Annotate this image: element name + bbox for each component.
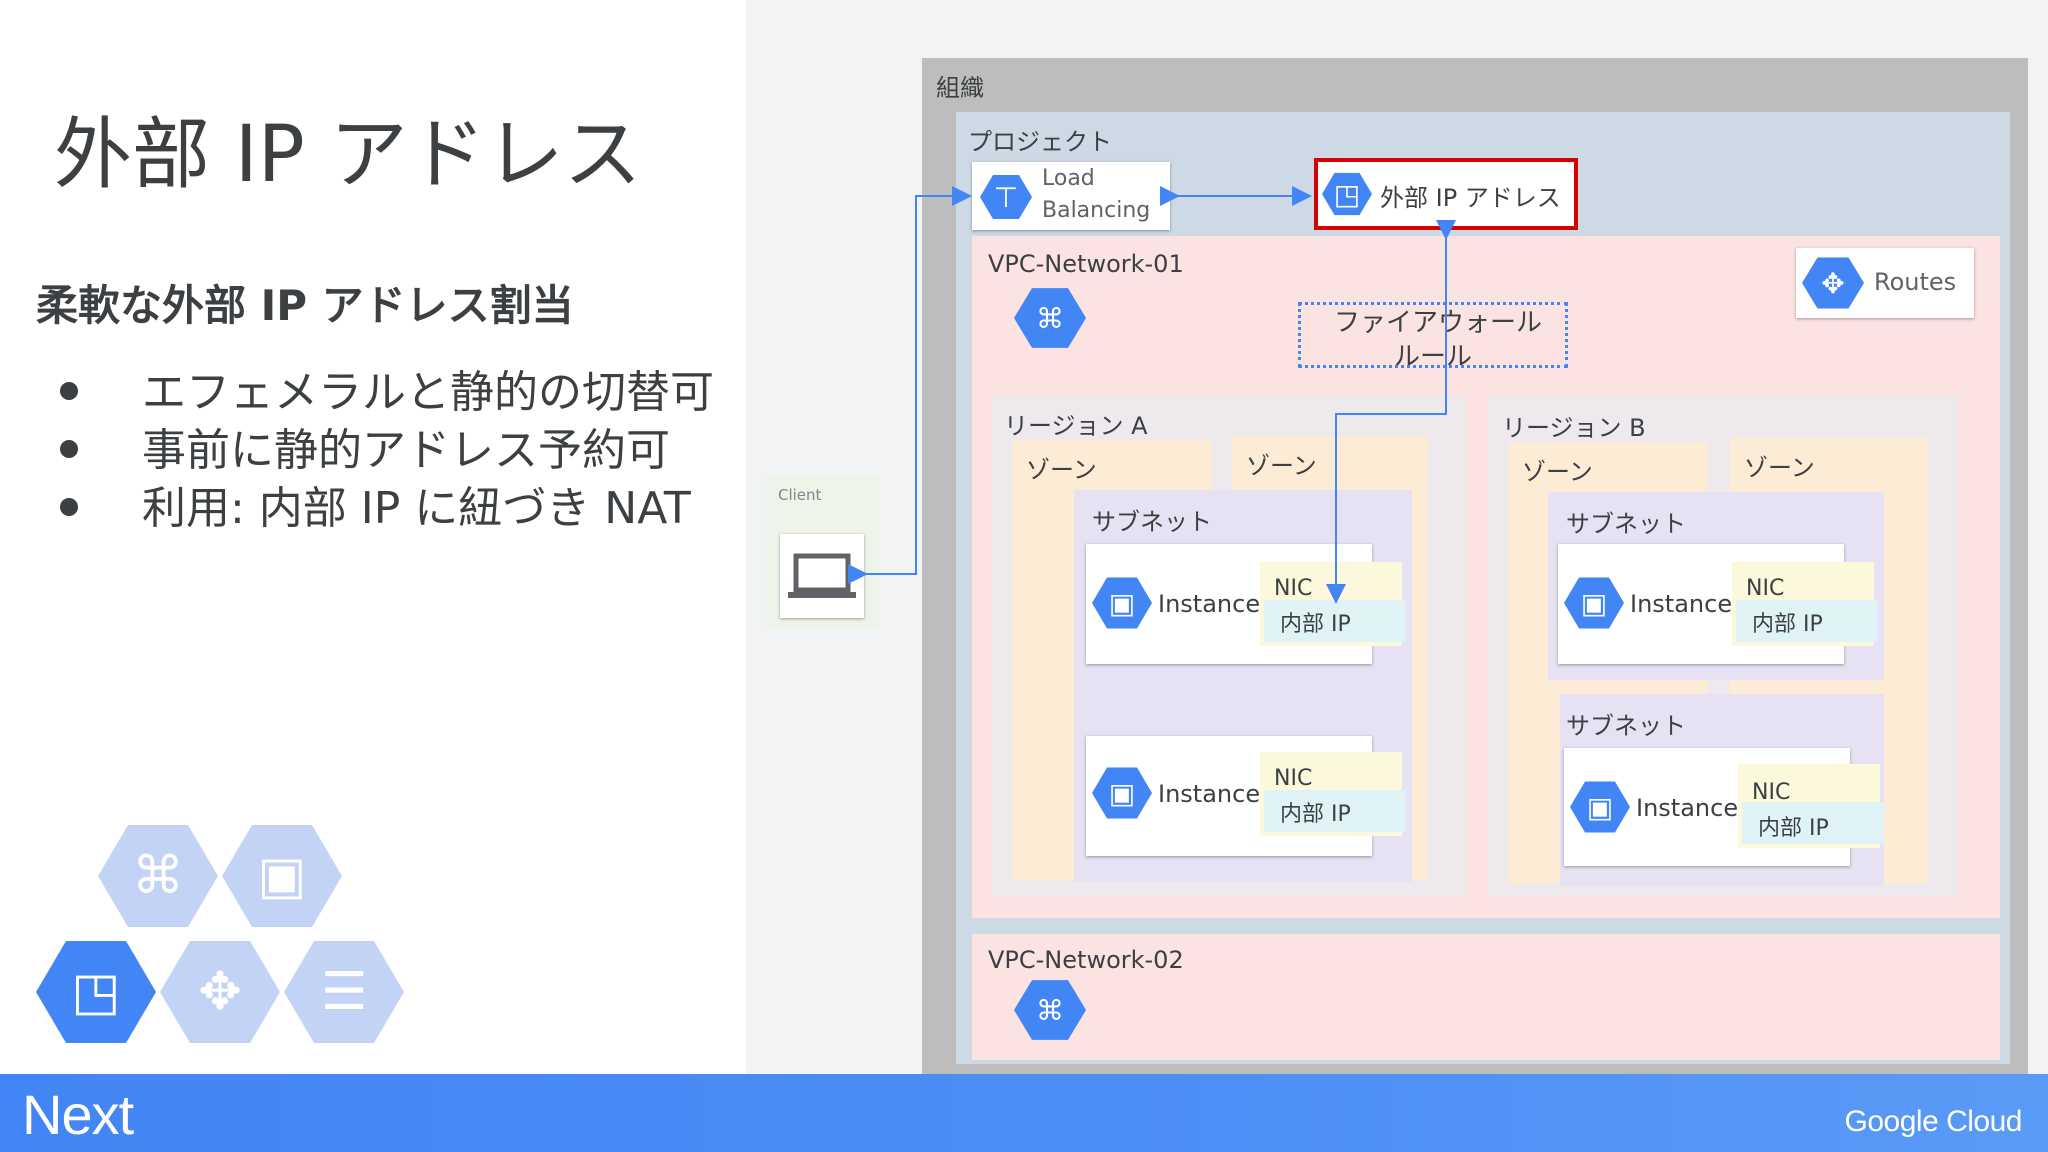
internal-ip-label: 内部 IP <box>1752 612 1823 637</box>
nic-label: NIC <box>1746 576 1785 601</box>
region-a-label: リージョン A <box>1004 412 1148 440</box>
external-ip-label: 外部 IP アドレス <box>1380 184 1561 212</box>
footer-bar <box>0 1074 2048 1152</box>
zone-label: ゾーン <box>1246 452 1317 480</box>
internal-ip-label: 内部 IP <box>1280 612 1351 637</box>
instance-icon: ▣ <box>1564 577 1624 629</box>
client-label: Client <box>778 486 822 504</box>
vpc-network-02-label: VPC-Network-02 <box>988 946 1184 974</box>
client-to-lb-arrow <box>848 186 972 584</box>
internal-ip-box <box>1264 790 1406 832</box>
vpc-network-01-label: VPC-Network-01 <box>988 250 1184 278</box>
nic-label: NIC <box>1274 576 1313 601</box>
vpc-network-icon: ⌘ <box>1014 980 1086 1040</box>
slide-title: 外部 IP アドレス <box>54 110 642 200</box>
zone-label: ゾーン <box>1026 456 1097 484</box>
nic-label: NIC <box>1274 766 1313 791</box>
external-ip-to-nic-arrow <box>1326 220 1456 604</box>
bullet-dot-icon <box>60 498 78 516</box>
google-cloud-logo: Google Cloud <box>1844 1105 2023 1138</box>
load-balancing-label-line1: Load <box>1042 166 1095 191</box>
bullet-text: 利用: 内部 IP に紐づき NAT <box>142 483 691 534</box>
internal-ip-label: 内部 IP <box>1758 816 1829 841</box>
subnet-label: サブネット <box>1566 712 1686 740</box>
slide-subtitle: 柔軟な外部 IP アドレス割当 <box>36 281 574 330</box>
instance-icon: ▣ <box>1092 577 1152 629</box>
instance-label: Instance <box>1630 590 1733 618</box>
organization-label: 組織 <box>936 74 984 102</box>
internal-ip-box <box>1736 600 1878 642</box>
subnet-label: サブネット <box>1092 508 1212 536</box>
internal-ip-label: 内部 IP <box>1280 802 1351 827</box>
internal-ip-box <box>1742 802 1884 844</box>
routes-label: Routes <box>1874 268 1957 296</box>
internal-ip-box <box>1264 600 1406 642</box>
next-logo: Next <box>22 1083 134 1146</box>
instance-label: Instance <box>1158 780 1261 808</box>
subnet-label: サブネット <box>1566 510 1686 538</box>
zone-label: ゾーン <box>1522 458 1593 486</box>
instance-label: Instance <box>1158 590 1261 618</box>
bullet-text: 事前に静的アドレス予約可 <box>142 425 670 476</box>
instance-label: Instance <box>1636 794 1739 822</box>
bullet-item: エフェメラルと静的の切替可 <box>60 356 714 420</box>
load-balancing-label-line2: Balancing <box>1042 198 1151 223</box>
bullet-text: エフェメラルと静的の切替可 <box>142 367 714 418</box>
external-ip-icon: ◳ <box>1322 172 1372 216</box>
instance-icon: ▣ <box>1092 767 1152 819</box>
instance-icon: ▣ <box>1570 781 1630 833</box>
vpc-network-icon: ⌘ <box>1014 288 1086 348</box>
bullet-item: 事前に静的アドレス予約可 <box>60 414 670 478</box>
project-label: プロジェクト <box>968 128 1112 156</box>
routes-icon: ✥ <box>1802 257 1864 309</box>
zone-label: ゾーン <box>1744 454 1815 482</box>
region-b-label: リージョン B <box>1502 414 1646 442</box>
bullet-dot-icon <box>60 440 78 458</box>
bullet-item: 利用: 内部 IP に紐づき NAT <box>60 472 691 536</box>
bullet-dot-icon <box>60 382 78 400</box>
vpc-network-02-box <box>972 934 2000 1060</box>
load-balancer-icon: ⊤ <box>980 175 1032 219</box>
nic-label: NIC <box>1752 780 1791 805</box>
